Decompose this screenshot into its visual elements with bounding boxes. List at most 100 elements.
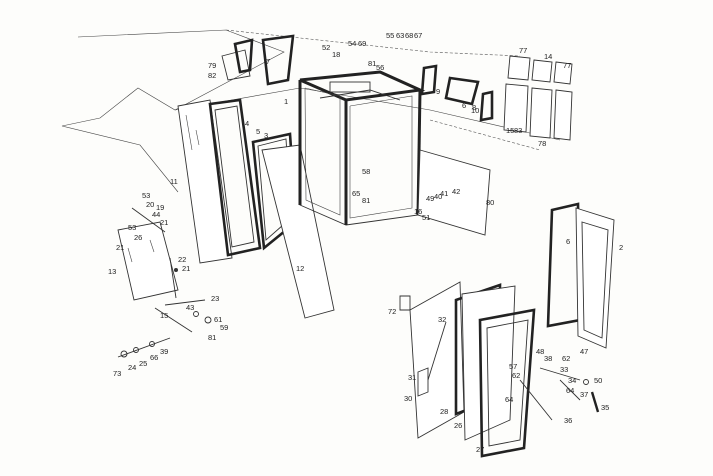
callout-label: 62	[562, 354, 570, 363]
callout-label: 82	[208, 71, 216, 80]
rear-panel-80	[417, 119, 541, 236]
callout-label: 65	[352, 189, 360, 198]
callout-label: 77	[519, 46, 527, 55]
callout-label: 36	[564, 416, 572, 425]
callout-label: 61	[214, 315, 222, 324]
corner-panel-79	[221, 38, 254, 81]
callout-label: 56	[376, 63, 384, 72]
callout-label: 22	[178, 255, 186, 264]
callout-label: 63	[396, 31, 404, 40]
callout-label: 72	[388, 307, 396, 316]
callout-label: 8	[472, 103, 476, 112]
callout-label: 4	[245, 119, 249, 128]
callout-label: 21	[182, 264, 190, 273]
callout-label: 62	[512, 371, 520, 380]
callout-label: 30	[404, 394, 412, 403]
callout-label: 53	[142, 191, 150, 200]
callout-label: 39	[160, 347, 168, 356]
callout-label: 44	[152, 210, 160, 219]
callout-label: 24	[128, 363, 136, 372]
callout-label: 16	[414, 207, 422, 216]
callout-label: 81	[362, 196, 370, 205]
callout-label: 5	[256, 127, 260, 136]
callout-label: 6	[566, 237, 570, 246]
callout-label: 55	[386, 31, 394, 40]
callout-label: 41	[440, 189, 448, 198]
window-9	[420, 64, 438, 96]
callout-label: 68	[405, 31, 413, 40]
callout-label: 2	[619, 243, 623, 252]
callout-label: 33	[560, 365, 568, 374]
callout-label: 23	[211, 294, 219, 303]
callout-label: 52	[322, 43, 330, 52]
callout-label: 59	[220, 323, 228, 332]
linkage-parts-left	[117, 207, 212, 358]
callout-label: 64	[566, 386, 574, 395]
callout-label: 15	[160, 311, 168, 320]
callout-label: 54	[348, 39, 356, 48]
callout-label: 1	[284, 97, 288, 106]
window-6	[444, 76, 494, 122]
callout-label: 69	[358, 39, 366, 48]
callout-label: 66	[150, 353, 158, 362]
callout-label: 20	[146, 200, 154, 209]
cab-frame	[298, 70, 426, 226]
callout-label: 81	[368, 59, 376, 68]
door-13	[117, 221, 179, 301]
callout-label: 25	[139, 359, 147, 368]
callout-label: 26	[454, 421, 462, 430]
callout-label: 34	[568, 376, 576, 385]
glass-panel-11	[177, 99, 233, 264]
callout-label: 43	[186, 303, 194, 312]
callout-label: 27	[476, 445, 484, 454]
window-7	[261, 34, 295, 86]
callout-label: 6	[462, 101, 466, 110]
callout-label: 19	[156, 203, 164, 212]
callout-label: 67	[414, 31, 422, 40]
callout-label: 81	[208, 333, 216, 342]
callout-label: 51	[422, 213, 430, 222]
callout-label: 28	[440, 407, 448, 416]
callout-label: 32	[438, 315, 446, 324]
rear-panel-group	[503, 55, 573, 141]
callout-label: 47	[580, 347, 588, 356]
callout-label: 49	[426, 194, 434, 203]
callout-label: 11	[170, 177, 178, 186]
callout-label: 10	[471, 106, 479, 115]
callout-label: 79	[208, 61, 216, 70]
callout-label: 80	[486, 198, 494, 207]
callout-label: 78	[538, 139, 546, 148]
callout-label: 3	[264, 131, 268, 140]
callout-label: 58	[362, 167, 370, 176]
callout-label: 15	[506, 126, 514, 135]
callout-label: 14	[544, 52, 552, 61]
glass-panel-12	[261, 144, 335, 319]
callout-label: 35	[601, 403, 609, 412]
callout-label: 21	[160, 218, 168, 227]
callout-label: 7	[266, 57, 270, 66]
latch-rods	[519, 367, 600, 421]
background-outlines	[61, 29, 561, 193]
callout-label: 21	[116, 243, 124, 252]
callout-label: 13	[108, 267, 116, 276]
callout-label: 83	[514, 126, 522, 135]
callout-label: 18	[332, 50, 340, 59]
callout-label: 73	[113, 369, 121, 378]
callout-label: 12	[296, 264, 304, 273]
callout-label: 31	[408, 373, 416, 382]
callout-label: 50	[594, 376, 602, 385]
callout-label: 40	[434, 192, 442, 201]
callout-label: 26	[134, 233, 142, 242]
door-assembly-bottom	[399, 281, 536, 458]
callout-label: 42	[452, 187, 460, 196]
callout-label: 48	[536, 347, 544, 356]
side-door-6	[546, 202, 615, 349]
callout-label: 53	[128, 223, 136, 232]
callout-label: 77	[563, 61, 571, 70]
callout-label: 37	[580, 390, 588, 399]
callout-label: 57	[509, 362, 517, 371]
door-frame-4	[208, 98, 262, 257]
